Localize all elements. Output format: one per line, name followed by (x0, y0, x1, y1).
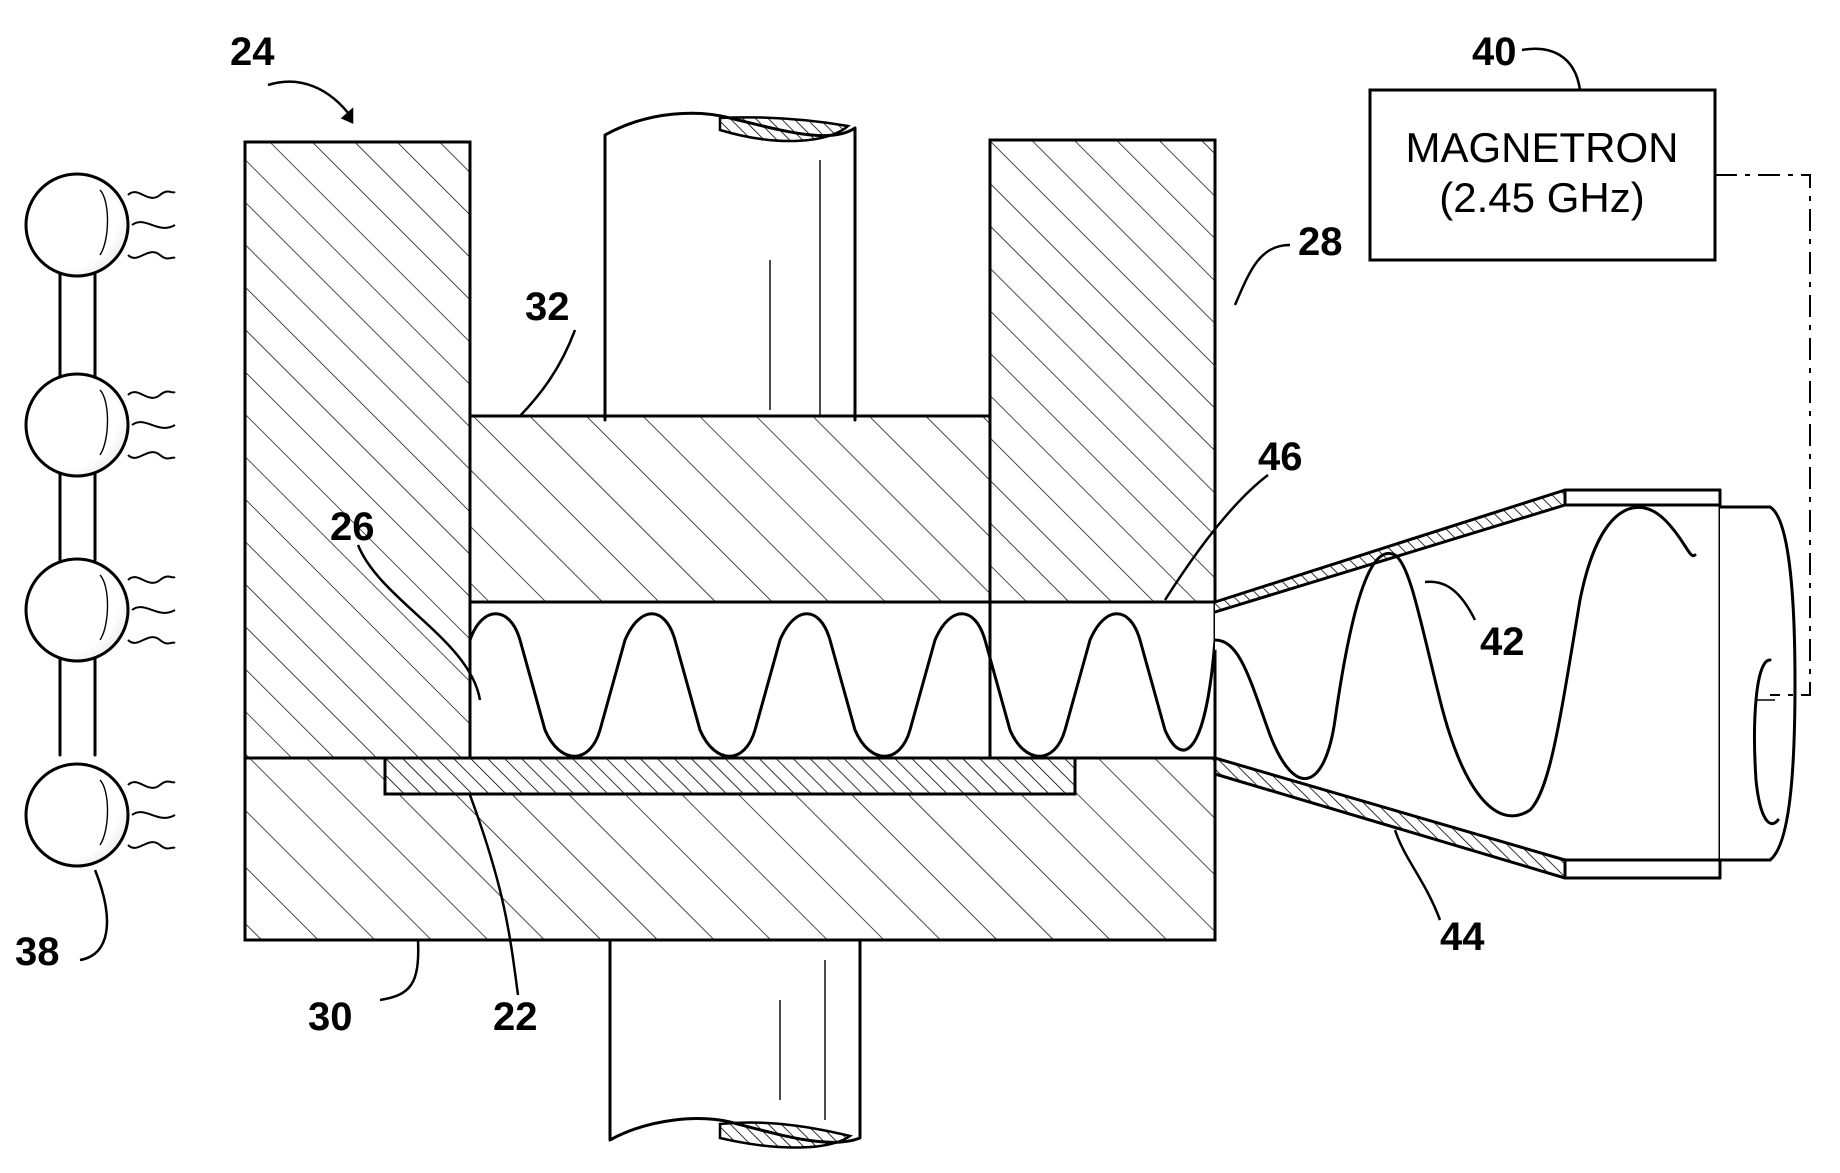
lamp-bulb (26, 374, 128, 476)
lamp-bulb (26, 174, 128, 276)
right-wall (990, 140, 1215, 602)
plunger (470, 416, 990, 602)
ir-lamp-array (26, 174, 175, 866)
ref-24: 24 (230, 30, 275, 74)
ref-46: 46 (1258, 435, 1303, 479)
ref-42: 42 (1480, 620, 1525, 664)
ref-32: 32 (525, 285, 570, 329)
ref-26: 26 (330, 505, 375, 549)
mold-cavity (470, 602, 1215, 758)
ref-40: 40 (1472, 30, 1517, 74)
lamp-bulb (26, 764, 128, 866)
magnetron-frequency: (2.45 GHz) (1439, 174, 1644, 221)
ref-44: 44 (1440, 915, 1485, 959)
lower-shaft (610, 940, 860, 1148)
ref-30: 30 (308, 995, 353, 1039)
ref-28: 28 (1298, 220, 1343, 264)
lamp-bulb (26, 559, 128, 661)
ref-22: 22 (493, 995, 538, 1039)
magnetron-box: MAGNETRON (2.45 GHz) (1370, 90, 1715, 260)
left-wall (245, 142, 470, 758)
magnetron-label: MAGNETRON (1406, 124, 1679, 171)
upper-shaft (605, 113, 855, 420)
plate (385, 758, 1075, 794)
applicator-horn (1215, 490, 1800, 878)
ref-38: 38 (15, 930, 60, 974)
